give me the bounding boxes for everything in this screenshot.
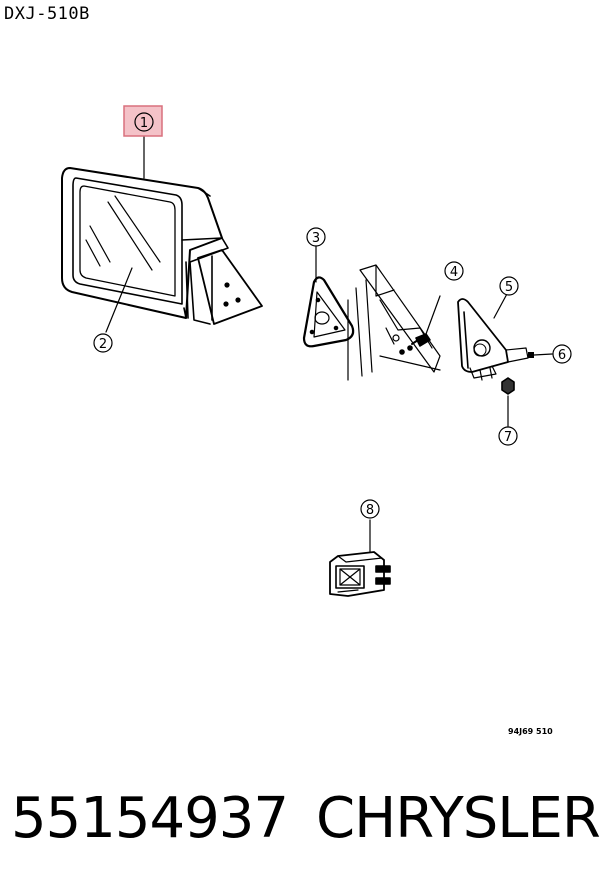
callout-4[interactable]: 4 [444,261,464,281]
callout-2-label: 2 [99,337,107,352]
callout-1-label: 1 [140,116,148,131]
callout-7[interactable]: 7 [498,426,518,446]
callout-8-label: 8 [366,503,374,518]
door-frame [347,264,441,381]
parts-diagram: 1 2 3 4 5 6 7 8 [61,105,572,597]
footer: 55154937 CHRYSLER [0,786,600,866]
callout-4-label: 4 [450,265,458,280]
part-number: 55154937 [11,786,289,851]
mirror-bolt[interactable] [411,295,441,347]
mirror-assembly[interactable] [61,135,263,333]
callout-5-label: 5 [505,280,513,295]
retaining-screw[interactable] [528,352,553,358]
callout-2[interactable]: 2 [93,333,113,353]
callout-5[interactable]: 5 [499,276,519,296]
figure-id: 94J69 510 [508,727,553,736]
retaining-nut[interactable] [501,377,515,427]
mirror-switch[interactable] [329,519,391,597]
brand-name: CHRYSLER [316,786,600,851]
callout-6-label: 6 [558,348,566,363]
callout-3-label: 3 [312,231,320,246]
mounting-bracket[interactable] [457,291,529,381]
mirror-gasket[interactable] [302,245,355,348]
callout-3[interactable]: 3 [306,227,326,247]
callout-6[interactable]: 6 [552,344,572,364]
callout-8[interactable]: 8 [360,499,380,519]
callout-7-label: 7 [504,430,512,445]
callout-1[interactable]: 1 [123,105,163,137]
diagram-code: DXJ-510B [4,4,90,24]
